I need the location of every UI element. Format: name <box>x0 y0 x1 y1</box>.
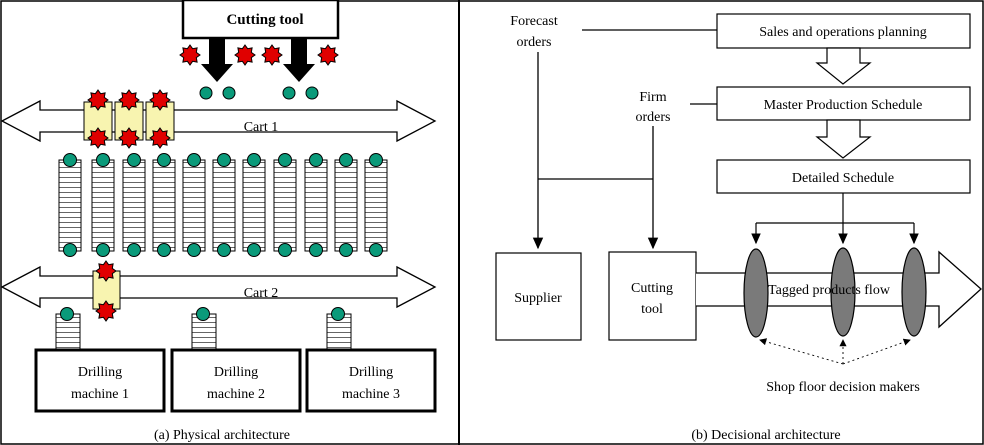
physical-panel: Cutting tool Cart 1 <box>0 0 437 443</box>
decision-maker-ellipse <box>743 248 769 338</box>
cart1-label: Cart 1 <box>244 120 279 135</box>
shop-floor-decision-makers-label: Shop floor decision makers <box>766 380 920 395</box>
storage-rack <box>182 153 206 257</box>
cutting-tool-arrow-right <box>283 38 315 82</box>
cart2-arrow <box>0 265 437 309</box>
drilling-machine-3: Drilling machine 3 <box>305 348 437 413</box>
storage-rack <box>304 153 328 257</box>
sop-box <box>716 13 971 49</box>
detailed-schedule-box <box>716 159 971 194</box>
storage-rack <box>242 153 266 257</box>
tool-star <box>317 44 339 66</box>
svg-text:machine 2: machine 2 <box>207 387 265 402</box>
mps-label: Master Production Schedule <box>764 98 923 113</box>
tool-star <box>179 44 201 66</box>
storage-rack <box>212 153 236 257</box>
svg-text:Drilling: Drilling <box>214 365 258 380</box>
tool-token <box>199 86 213 100</box>
cutting-tool-node-label: tool <box>641 302 663 317</box>
detailed-schedule-label: Detailed Schedule <box>792 171 894 186</box>
drilling-machine-2: Drilling machine 2 <box>170 348 302 413</box>
svg-text:Drilling: Drilling <box>78 365 122 380</box>
svg-text:machine 1: machine 1 <box>71 387 129 402</box>
supplier-box <box>495 252 582 341</box>
cutting-tool-label: Cutting tool <box>226 12 303 28</box>
physical-caption: (a) Physical architecture <box>154 428 290 443</box>
decisional-panel: Forecast orders Sales and operations pla… <box>495 13 982 443</box>
pallet-star <box>87 89 109 111</box>
tool-star <box>234 44 256 66</box>
storage-rack <box>334 153 358 257</box>
decisional-caption: (b) Decisional architecture <box>691 428 840 443</box>
mps-to-detailed-arrow <box>815 119 872 159</box>
pallet-star <box>95 300 117 322</box>
pallet-star <box>149 127 171 149</box>
decision-maker-ellipse <box>830 247 856 337</box>
storage-rack <box>364 153 388 257</box>
cart2-label: Cart 2 <box>244 286 279 301</box>
tagged-products-flow-label: Tagged products flow <box>768 283 891 298</box>
machine-feeders <box>55 307 352 351</box>
firm-orders-label: Firm <box>639 90 666 105</box>
firm-orders-label: orders <box>636 110 671 125</box>
storage-rack <box>58 153 82 257</box>
cutting-tool-node <box>608 251 697 341</box>
tool-token <box>222 86 236 100</box>
drilling-machine-1: Drilling machine 1 <box>34 348 166 413</box>
tool-star <box>261 44 283 66</box>
storage-rack <box>122 153 146 257</box>
cutting-tool-arrow-left <box>201 38 233 82</box>
svg-text:machine 3: machine 3 <box>342 387 400 402</box>
cutting-tool-node-label: Cutting <box>631 281 673 296</box>
forecast-orders-label: Forecast <box>510 14 558 29</box>
pallet-star <box>149 89 171 111</box>
svg-text:Drilling: Drilling <box>349 365 393 380</box>
supplier-label: Supplier <box>514 291 562 306</box>
forecast-orders-label: orders <box>517 35 552 50</box>
decision-maker-ellipse <box>901 247 927 337</box>
decision-maker-pointer <box>759 338 844 365</box>
pallet-star <box>118 89 140 111</box>
storage-racks <box>58 153 388 257</box>
storage-rack <box>152 153 176 257</box>
cutting-tool-box <box>181 0 340 40</box>
storage-rack <box>91 153 115 257</box>
sop-to-mps-arrow <box>815 47 872 85</box>
pallet-star <box>95 260 117 282</box>
sop-label: Sales and operations planning <box>759 25 927 40</box>
cart1-arrow <box>0 99 437 143</box>
mps-box <box>716 86 971 121</box>
storage-rack <box>273 153 297 257</box>
pallet-star <box>118 127 140 149</box>
tool-token <box>305 86 319 100</box>
tool-token <box>282 86 296 100</box>
decision-maker-pointer <box>842 338 911 365</box>
pallet-star <box>87 127 109 149</box>
